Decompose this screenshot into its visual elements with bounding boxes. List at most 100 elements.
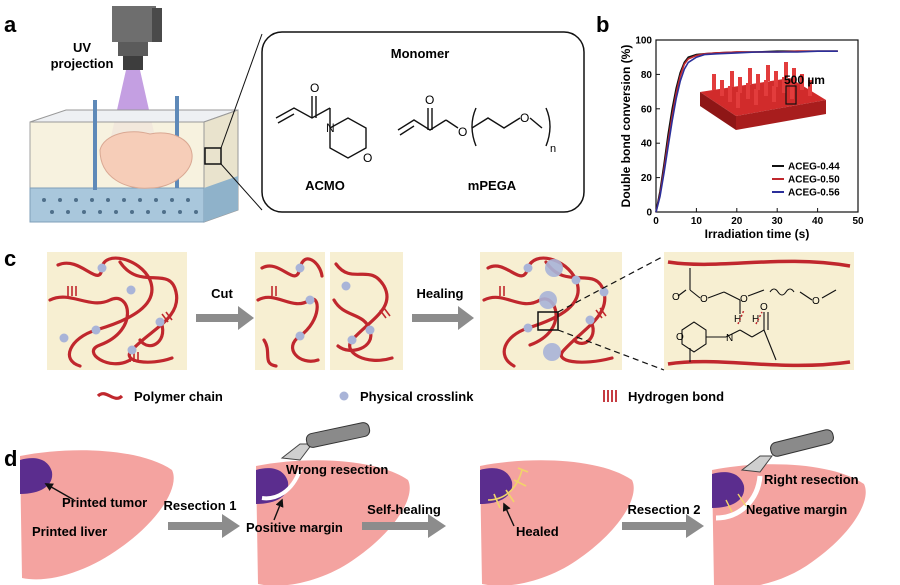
panel-letter-b: b	[596, 12, 609, 37]
uv-projector-neck	[118, 42, 148, 56]
monomer-box	[261, 31, 585, 213]
zoom-atom-o3: O	[740, 294, 748, 305]
printed-liver-label: Printed liver	[32, 524, 107, 539]
panel-letter-a: a	[4, 12, 17, 37]
monomer-title: Monomer	[391, 46, 450, 61]
zoom-chain-bottom	[667, 359, 851, 368]
cut-label: Cut	[211, 286, 233, 301]
liver-1	[20, 450, 174, 580]
zoom-chain-top	[667, 259, 851, 268]
legend-label-ACEG-0.50: ACEG-0.50	[788, 175, 840, 186]
mpega-o-ester: O	[458, 125, 467, 139]
panel-a: a UV projection	[4, 6, 585, 223]
negative-margin-label: Negative margin	[746, 502, 847, 517]
zoom-atom-o4: O	[812, 296, 820, 307]
legend-polymer-swatch	[96, 392, 124, 400]
scale-label: 500 µm	[784, 73, 825, 87]
uv-projector-side	[152, 8, 162, 42]
printed-tumor-label: Printed tumor	[62, 495, 147, 510]
zoom-atom-o6: O	[760, 302, 768, 313]
zoom-atom-n: N	[726, 333, 733, 344]
zoom-line-top	[220, 33, 263, 149]
healing-arrow	[412, 306, 474, 330]
printed-object	[99, 131, 193, 189]
array-pillar	[782, 77, 786, 93]
healed-seam	[487, 467, 529, 509]
y-tick-label-5: 100	[635, 36, 652, 47]
legend-label-ACEG-0.56: ACEG-0.56	[788, 188, 840, 199]
healing-label: Healing	[417, 286, 464, 301]
wrong-cut-line	[261, 469, 302, 501]
hbonds-cut	[271, 286, 391, 319]
array-pillar	[712, 74, 716, 90]
array-pillars	[712, 62, 812, 108]
healed-zoom-line-bottom	[557, 329, 665, 371]
x-tick-label-2: 20	[731, 216, 743, 227]
crosslinks-healed	[523, 263, 609, 333]
scale-box	[785, 85, 797, 105]
zoom-line-bottom	[220, 163, 263, 211]
zoom-atom-o1: O	[672, 292, 680, 303]
array-side-front	[736, 100, 826, 130]
mpega-n-subscript: n	[550, 143, 556, 155]
array-pillar	[756, 74, 760, 90]
self-healing-label: Self-healing	[367, 502, 441, 517]
legend-polymer-label: Polymer chain	[134, 389, 223, 404]
tank-base-plate	[29, 187, 205, 223]
resection2-arrow	[622, 514, 704, 538]
molecular-zoom-content: O O O O H H O N O	[667, 259, 851, 368]
healed-arrow	[502, 502, 515, 527]
acmo-structure	[275, 96, 367, 159]
liver-2	[256, 460, 410, 585]
zoom-atom-o5: O	[676, 332, 684, 343]
zoom-atom-h2: H	[752, 314, 759, 325]
array-pillar	[736, 92, 740, 108]
zoom-atom-h1: H	[734, 314, 741, 325]
x-axis-label: Irradiation time (s)	[705, 227, 810, 241]
printed-tumor-arrow	[44, 483, 75, 501]
tank-base-side	[204, 176, 238, 222]
mpega-o-carbonyl: O	[425, 93, 434, 107]
array-pillar	[772, 86, 776, 102]
array-pillar	[738, 77, 742, 93]
panel-letter-c: c	[4, 246, 16, 271]
healed-label: Healed	[516, 524, 559, 539]
acmo-o-carbonyl: O	[310, 81, 319, 95]
resection1-arrow	[168, 514, 240, 538]
hbonds-healed	[499, 286, 607, 319]
x-tick-label-4: 40	[812, 216, 824, 227]
y-tick-label-1: 20	[641, 173, 653, 184]
mpega-structure	[397, 107, 551, 147]
healed-zoom-box	[537, 311, 559, 331]
cut-arrow	[196, 306, 254, 330]
acmo-label: ACMO	[305, 178, 345, 193]
array-pillar	[746, 83, 750, 99]
scalpel-1	[280, 422, 371, 461]
panel-letter-d: d	[4, 446, 17, 471]
uv-projector-body	[112, 6, 156, 42]
uv-label-line1: UV	[73, 40, 91, 55]
resection2-label: Resection 2	[628, 502, 701, 517]
x-tick-label-5: 50	[852, 216, 864, 227]
array-pillar	[792, 68, 796, 84]
chart-frame	[655, 39, 859, 213]
y-axis-label: Double bond conversion (%)	[619, 45, 633, 208]
inset-microneedle-array: 500 µm	[700, 62, 826, 130]
gel-molecular-zoom	[664, 252, 854, 370]
healed-seam-4	[725, 493, 747, 513]
scalpel-2	[740, 429, 834, 473]
legend-hbond-label: Hydrogen bond	[628, 389, 724, 404]
tumor-1	[20, 458, 53, 494]
uv-projector-lens	[123, 56, 143, 70]
array-pillar	[748, 68, 752, 84]
x-tick-label-3: 30	[772, 216, 784, 227]
array-pillar	[730, 71, 734, 87]
legend-hbond-swatch	[603, 390, 617, 402]
mpega-o-ether: O	[520, 111, 529, 125]
tank-rod-left	[93, 100, 97, 190]
y-tick-label-0: 0	[646, 208, 652, 219]
y-tick-label-2: 40	[641, 139, 653, 150]
x-tick-label-1: 10	[691, 216, 703, 227]
